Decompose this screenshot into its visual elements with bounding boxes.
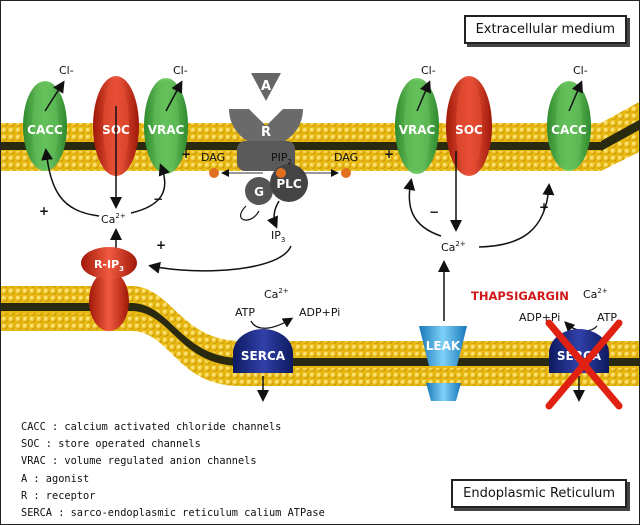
vrac-channel-right: VRAC — [395, 78, 439, 174]
cl-outflow-right: Cl- Cl- — [416, 64, 588, 112]
vrac-label-right: VRAC — [399, 123, 436, 137]
cacc-channel-left: CACC — [23, 81, 67, 171]
cl-label-2: Cl- — [173, 64, 188, 77]
receptor: R — [229, 109, 303, 171]
plc-label: PLC — [276, 177, 301, 191]
cl-label-1: Cl- — [59, 64, 74, 77]
atp-left: ATP — [235, 306, 255, 319]
leak-label: LEAK — [426, 339, 461, 353]
adp-left: ADP+Pi — [299, 306, 340, 319]
serca-label-left: SERCA — [241, 349, 286, 363]
ca-serca-right: Ca2+ — [583, 287, 608, 301]
dag-left-label: DAG — [201, 151, 225, 164]
plus-sign-1: + — [39, 204, 49, 218]
minus-sign-2: − — [429, 205, 439, 219]
inhibition-cross — [545, 319, 623, 410]
pip2-label: PIP2 — [271, 151, 292, 166]
cl-label-4: Cl- — [573, 64, 588, 77]
vrac-label-left: VRAC — [148, 123, 185, 137]
minus-sign-1: − — [153, 192, 163, 206]
legend: CACC : calcium activated chloride channe… — [21, 419, 325, 522]
legend-item: R : receptor — [21, 489, 96, 502]
g-to-plc-arrow — [240, 205, 260, 221]
receptor-label: R — [261, 125, 271, 140]
atp-right: ATP — [597, 311, 617, 324]
agonist-label: A — [261, 79, 271, 94]
g-protein: G — [245, 177, 273, 205]
legend-item: A : agonist — [21, 472, 90, 485]
cl-label-3: Cl- — [421, 64, 436, 77]
rip3-receptor: R-IP3 — [81, 247, 137, 331]
ca-left-label: Ca2+ — [101, 212, 126, 226]
plus-sign-5: + — [539, 200, 549, 214]
cacc-channel-right: CACC — [547, 81, 591, 171]
er-membrane — [1, 286, 639, 386]
plus-sign-4: + — [384, 147, 394, 161]
vrac-channel-left: VRAC — [144, 78, 188, 174]
endoplasmic-reticulum-label: Endoplasmic Reticulum — [451, 479, 627, 508]
agonist: A — [251, 73, 281, 101]
leak-channel: LEAK — [419, 326, 467, 401]
legend-item: CACC : calcium activated chloride channe… — [21, 421, 282, 433]
plus-sign-3: + — [156, 238, 166, 252]
dag-right: DAG — [334, 151, 358, 178]
cacc-label-right: CACC — [551, 123, 587, 137]
ip3-label: IP3 — [271, 229, 285, 244]
dag-left: DAG — [201, 151, 225, 178]
plc-enzyme: PLC — [270, 164, 308, 202]
extracellular-medium-label: Extracellular medium — [463, 15, 627, 44]
legend-item: SERCA : sarco-endoplasmic reticulum cali… — [21, 507, 325, 520]
dag-right-label: DAG — [334, 151, 358, 164]
pip2: PIP2 — [271, 151, 292, 178]
g-label: G — [254, 185, 264, 199]
serca-pump-left: SERCA ATP ADP+Pi Ca2+ — [233, 287, 340, 402]
cl-outflow-left: Cl- Cl- — [44, 64, 188, 112]
soc-channel-right: SOC — [446, 76, 492, 176]
ca-right: Ca2+ — [403, 151, 555, 321]
cacc-label-left: CACC — [27, 123, 63, 137]
rip3-label: R-IP3 — [94, 258, 124, 273]
ip3: IP3 — [148, 200, 292, 274]
ca-right-label: Ca2+ — [441, 240, 466, 254]
ca-serca-left: Ca2+ — [264, 287, 289, 301]
thapsigargin-label: THAPSIGARGIN — [471, 289, 569, 303]
adp-right: ADP+Pi — [519, 311, 560, 324]
legend-item: SOC : store operated channels — [21, 438, 201, 451]
legend-item: VRAC : volume regulated anion channels — [21, 455, 257, 468]
soc-label-right: SOC — [455, 123, 483, 137]
plus-sign-2: + — [181, 147, 191, 161]
